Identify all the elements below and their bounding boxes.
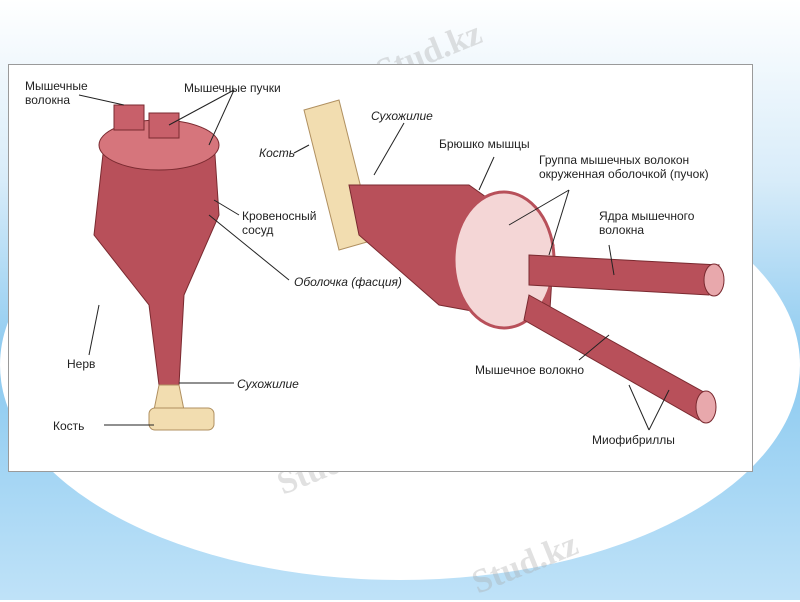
label-nerve: Нерв [67, 357, 96, 371]
label-blood-vessel: Кровеносный сосуд [242, 209, 317, 237]
left-muscle-body [93, 139, 220, 386]
label-fascia: Оболочка (фасция) [294, 275, 402, 289]
left-bone [148, 407, 215, 431]
label-fiber: Мышечное волокно [475, 363, 585, 377]
diagram-panel: Мышечные волокна Мышечные пучки Кровенос… [8, 64, 753, 472]
label-left-tendon: Сухожилие [237, 377, 299, 391]
left-tendon [153, 384, 185, 411]
fiber-end [703, 263, 725, 297]
label-right-bone: Кость [259, 146, 296, 160]
label-muscle-bundles: Мышечные пучки [184, 81, 281, 95]
label-myofibrils: Миофибриллы [592, 433, 675, 447]
label-nuclei: Ядра мышечного волокна [599, 209, 695, 237]
fiber-bundle [528, 254, 720, 296]
label-right-tendon: Сухожилие [371, 109, 433, 123]
label-bundle-group: Группа мышечных волокон окруженная оболо… [539, 153, 709, 181]
fiber-bundle [523, 294, 710, 421]
label-left-bone: Кость [53, 419, 85, 433]
muscle-illustration [78, 89, 725, 431]
label-muscle-fibers: Мышечные волокна [25, 79, 88, 107]
label-belly: Брюшко мышцы [439, 137, 530, 151]
muscle-bundle [148, 112, 180, 139]
muscle-bundle [113, 104, 145, 131]
leader-lines [78, 89, 670, 431]
fiber-end [695, 390, 717, 424]
